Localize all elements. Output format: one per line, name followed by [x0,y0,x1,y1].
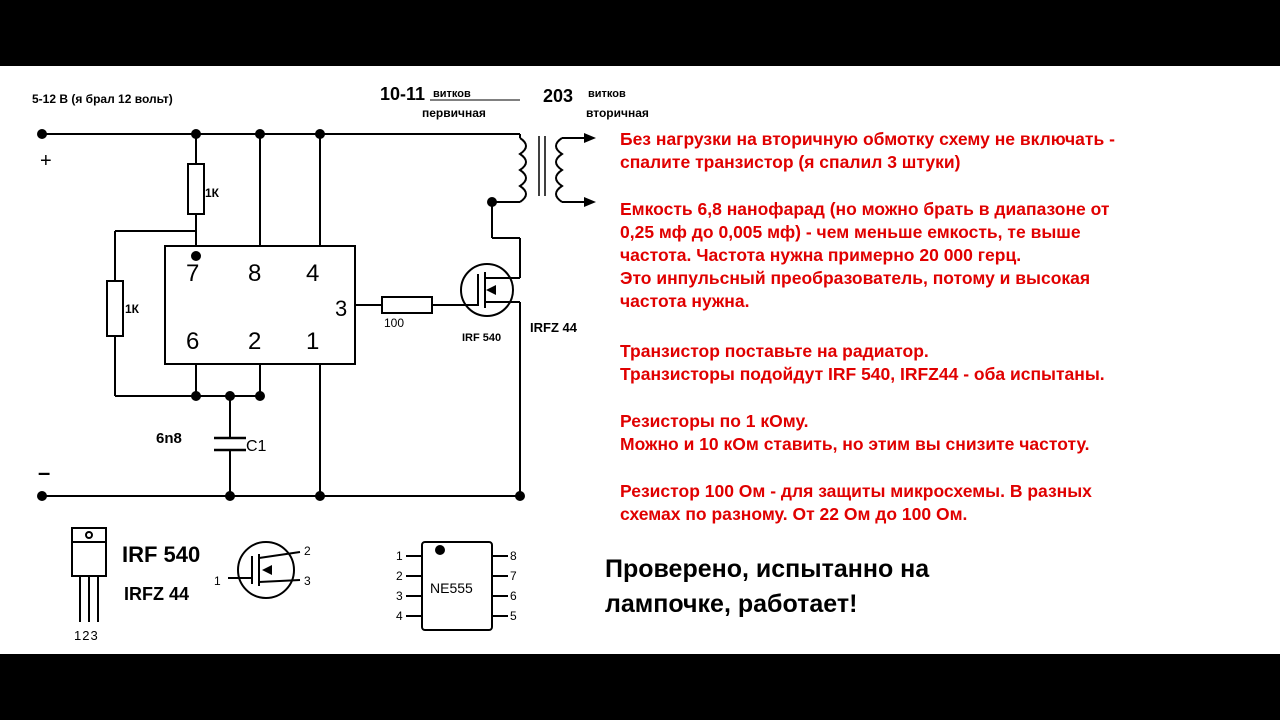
note-line: Резисторы по 1 кОму. [620,411,809,431]
resistor-r1 [187,163,205,215]
package-label-irf540: IRF 540 [122,542,201,567]
ic-pin-8-label: 8 [510,549,517,563]
secondary-turns: 203 [543,86,574,106]
resistor-r3 [381,296,433,314]
secondary-turns-unit: витков [588,88,626,100]
note-line: Без нагрузки на вторичную обмотку схему … [620,129,1115,149]
ic-pin-3-label: 3 [396,589,403,603]
chip-pin-7: 7 [186,260,200,287]
note-capacitance: Емкость 6,8 нанофарад (но можно брать в … [620,198,1109,313]
minus-terminal-label: – [38,460,51,485]
note-line: Резистор 100 Ом - для защиты микросхемы.… [620,481,1092,501]
note-line: 0,25 мф до 0,005 мф) - чем меньше емкост… [620,222,1081,242]
to220-package [71,527,107,622]
chip-pin-2: 2 [248,328,262,355]
note-line: частота нужна. [620,291,750,311]
ic-pin-2-label: 2 [396,569,403,583]
r2-label: 1К [125,302,139,316]
chip-pin-4: 4 [306,260,320,287]
primary-turns: 10-11 [380,84,426,104]
tested-verdict: Проверено, испытанно на лампочке, работа… [605,552,929,622]
note-100-ohm-resistor: Резистор 100 Ом - для защиты микросхемы.… [620,480,1092,526]
note-no-load-warning: Без нагрузки на вторичную обмотку схему … [620,128,1115,174]
schematic-canvas: 5-12 В (я брал 12 вольт) + – 10-11 витко… [0,66,1280,654]
mos-pin-3-label: 3 [304,574,311,588]
mos-pin-2-label: 2 [304,544,311,558]
r1-label: 1К [205,186,219,200]
package-label-irfz44: IRFZ 44 [124,584,190,604]
note-line: Это инпульсный преобразователь, потому и… [620,268,1091,288]
to220-leg-numbers: 123 [74,628,99,643]
note-line: схемах по разному. От 22 Ом до 100 Ом. [620,504,968,524]
mosfet-pinout-symbol [228,541,301,599]
resistor-r2 [106,280,124,337]
note-line: Транзисторы подойдут IRF 540, IRFZ44 - о… [620,364,1105,384]
secondary-winding [555,137,564,203]
primary-winding-label: первичная [422,106,486,120]
c1-name-label: C1 [246,438,267,455]
secondary-winding-label: вторичная [586,106,649,120]
plus-terminal-label: + [40,150,52,172]
ne555-package [406,541,508,631]
note-line: Емкость 6,8 нанофарад (но можно брать в … [620,199,1110,219]
ic-pin-7-label: 7 [510,569,517,583]
junction-dots [37,129,525,501]
circuit-drawing [37,99,596,631]
r3-label: 100 [384,316,405,330]
primary-turns-unit: витков [433,88,471,100]
ic-pin-5-label: 5 [510,609,517,623]
mosfet-label-irfz44: IRFZ 44 [530,320,577,335]
ic-pin-6-label: 6 [510,589,517,603]
note-line: Транзистор поставьте на радиатор. [620,341,929,361]
chip-pin-6: 6 [186,328,200,355]
note-resistors: Резисторы по 1 кОму. Можно и 10 кОм став… [620,410,1090,456]
verdict-line: лампочке, работает! [605,590,858,618]
chip-pin-3: 3 [335,296,348,321]
note-line: спалите транзистор (я спалил 3 штуки) [620,152,961,172]
ic-package-name: NE555 [430,580,473,596]
primary-winding [518,137,527,203]
c1-value-label: 6n8 [156,430,182,447]
mosfet-label-irf540: IRF 540 [462,332,502,344]
verdict-line: Проверено, испытанно на [605,555,930,583]
chip-pin-1: 1 [306,328,320,355]
note-line: Можно и 10 кОм ставить, но этим вы снизи… [620,434,1090,454]
ic-pin-1-label: 1 [396,549,403,563]
mos-pin-1-label: 1 [214,574,221,588]
ic-pin-4-label: 4 [396,609,403,623]
chip-pin-8: 8 [248,260,262,287]
note-transistor: Транзистор поставьте на радиатор. Транзи… [620,340,1105,386]
supply-voltage-label: 5-12 В (я брал 12 вольт) [32,92,173,106]
mosfet-symbol [460,263,514,317]
note-line: частота. Частота нужна примерно 20 000 г… [620,245,1022,265]
